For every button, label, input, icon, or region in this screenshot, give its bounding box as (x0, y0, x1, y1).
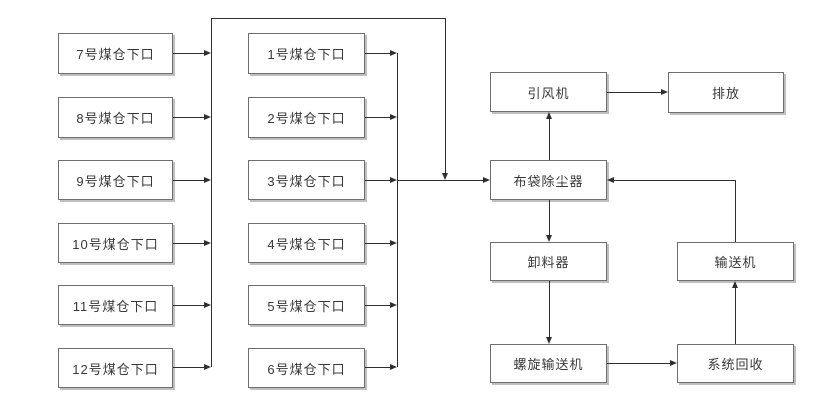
node-bunker-6: 6号煤仓下口 (248, 348, 365, 388)
connector-middle-collector (397, 53, 398, 367)
node-bunker-11: 11号煤仓下口 (58, 285, 173, 325)
connector-bunker3-out (365, 180, 390, 181)
node-system-recovery: 系统回收 (677, 344, 794, 383)
node-bunker-2: 2号煤仓下口 (248, 97, 365, 138)
arrowhead-bunker2-out (390, 114, 397, 120)
connector-screw-to-recovery (607, 363, 670, 364)
connector-recovery-to-conveyor (735, 288, 736, 344)
arrowhead-bunker3-out (390, 177, 397, 183)
connector-bagfilter-to-discharger (549, 200, 550, 235)
node-exhaust: 排放 (668, 72, 784, 113)
node-bunker-5: 5号煤仓下口 (248, 285, 365, 325)
connector-bunker5-out (365, 305, 390, 306)
arrowhead-bunker8-out (204, 114, 211, 120)
arrowhead-bunker5-out (390, 302, 397, 308)
connector-bunker8-out (173, 117, 204, 118)
node-bunker-3: 3号煤仓下口 (248, 160, 365, 200)
connector-bunker12-out (173, 367, 204, 368)
arrowhead-bagfilter-to-fan (546, 112, 552, 119)
connector-bunker4-out (365, 243, 390, 244)
node-bunker-1: 1号煤仓下口 (248, 33, 365, 74)
arrowhead-bunker1-out (390, 50, 397, 56)
connector-bunker11-out (173, 305, 204, 306)
arrowhead-bunker6-out (390, 364, 397, 370)
arrowhead-bunker10-out (204, 240, 211, 246)
arrowhead-header-drop (442, 173, 448, 180)
connector-conveyor-riser (735, 180, 736, 242)
arrowhead-bunker4-out (390, 240, 397, 246)
node-bunker-8: 8号煤仓下口 (58, 97, 173, 138)
arrowhead-bunker11-out (204, 302, 211, 308)
connector-bagfilter-to-fan (549, 119, 550, 160)
arrowhead-conveyor-to-bagfilter (607, 177, 614, 183)
connector-feed-bag-filter (397, 180, 483, 181)
arrowhead-screw-to-recovery (670, 360, 677, 366)
arrowhead-bagfilter-to-discharger (546, 235, 552, 242)
node-bunker-4: 4号煤仓下口 (248, 223, 365, 263)
connector-bunker2-out (365, 117, 390, 118)
node-bag-filter: 布袋除尘器 (490, 160, 607, 200)
connector-bunker9-out (173, 180, 204, 181)
connector-fan-to-exhaust (607, 92, 661, 93)
arrowhead-bunker7-out (204, 50, 211, 56)
node-bunker-9: 9号煤仓下口 (58, 160, 173, 200)
connector-header-drop (445, 18, 446, 173)
arrowhead-bunker12-out (204, 364, 211, 370)
arrowhead-feed-bag-filter (483, 177, 490, 183)
node-discharger: 卸料器 (490, 242, 607, 281)
connector-conveyor-to-bagfilter (614, 180, 736, 181)
connector-discharger-to-screw (549, 281, 550, 337)
connector-bunker6-out (365, 367, 390, 368)
connector-bunker10-out (173, 243, 204, 244)
connector-bunker1-out (365, 53, 390, 54)
arrowhead-recovery-to-conveyor (732, 281, 738, 288)
connector-left-collector (211, 18, 212, 367)
arrowhead-fan-to-exhaust (661, 89, 668, 95)
node-bunker-7: 7号煤仓下口 (58, 33, 173, 74)
node-conveyor: 输送机 (677, 242, 794, 281)
connector-bunker7-out (173, 53, 204, 54)
node-bunker-12: 12号煤仓下口 (58, 348, 173, 388)
arrowhead-discharger-to-screw (546, 337, 552, 344)
connector-top-header (211, 18, 445, 19)
node-bunker-10: 10号煤仓下口 (58, 223, 173, 263)
arrowhead-bunker9-out (204, 177, 211, 183)
node-induced-draft-fan: 引风机 (490, 72, 607, 112)
node-screw-conveyor: 螺旋输送机 (490, 344, 607, 383)
